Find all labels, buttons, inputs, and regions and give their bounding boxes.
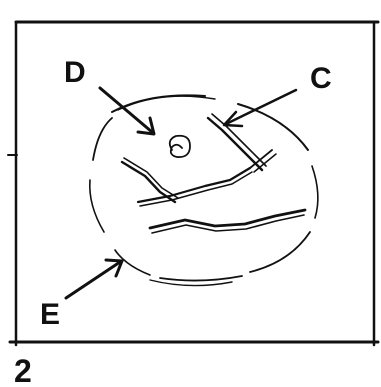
label-e-text: E: [40, 298, 60, 331]
arrow-e: [66, 260, 122, 298]
arrow-c: [224, 90, 296, 126]
chromosome-strands: [122, 114, 305, 233]
label-d-text: D: [64, 56, 86, 89]
panel-number: 2: [14, 353, 32, 387]
label-c-text: C: [310, 62, 332, 95]
label-e: E: [40, 260, 122, 331]
label-c: C: [224, 62, 332, 126]
arrow-d: [100, 88, 154, 134]
label-d: D: [64, 56, 154, 134]
swirl-structure: [170, 136, 190, 157]
